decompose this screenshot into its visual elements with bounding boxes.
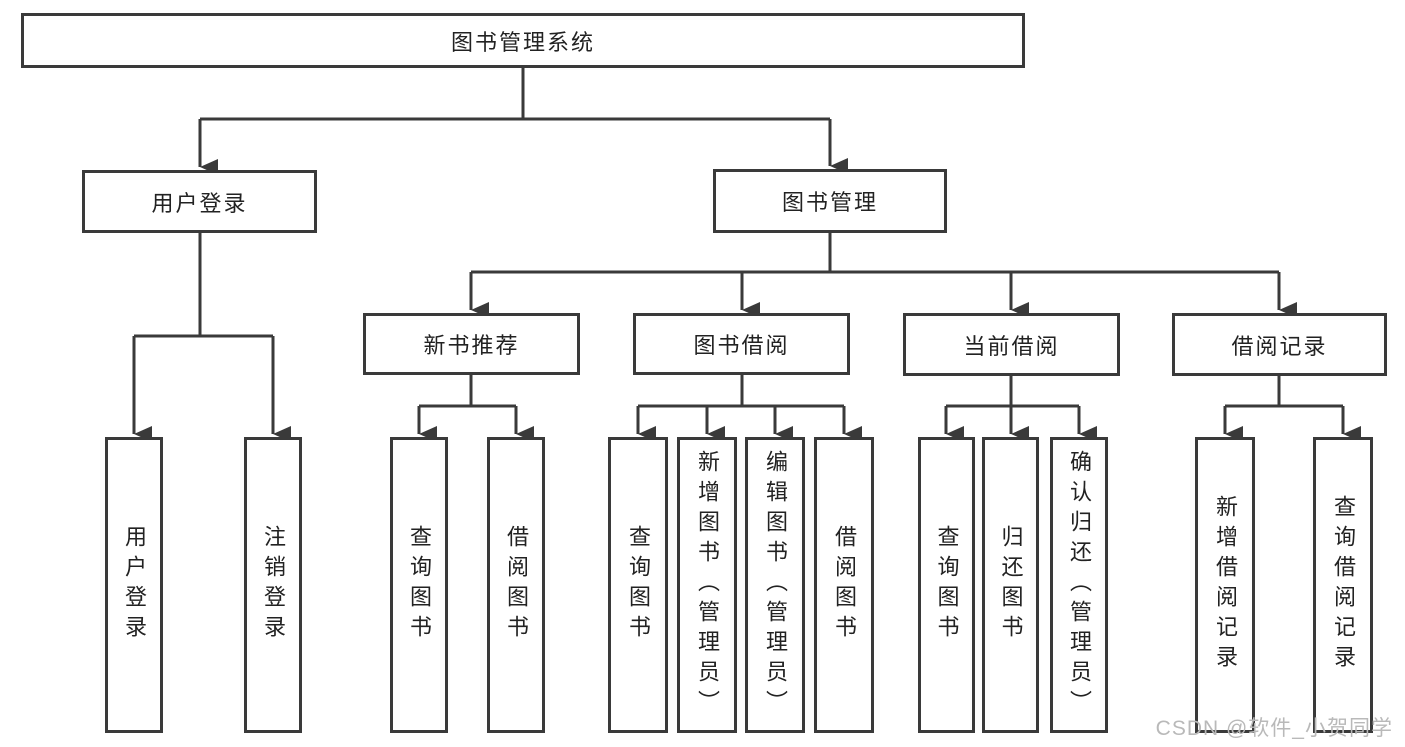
leaf-logout: 注销登录 xyxy=(244,437,302,733)
leaf-user-login: 用户登录 xyxy=(105,437,163,733)
leaf-borrow-books: 借阅图书 xyxy=(814,437,874,733)
leaf-confirm-return-admin: 确认归还（管理员） xyxy=(1050,437,1108,733)
node-book-borrowing: 图书借阅 xyxy=(633,313,850,375)
node-current-borrowing: 当前借阅 xyxy=(903,313,1120,376)
leaf-add-books-admin: 新增图书（管理员） xyxy=(677,437,737,733)
leaf-add-borrow-record: 新增借阅记录 xyxy=(1195,437,1255,733)
node-user-login: 用户登录 xyxy=(82,170,317,233)
leaf-return-books: 归还图书 xyxy=(982,437,1039,733)
leaf-search-books-recommend: 查询图书 xyxy=(390,437,448,733)
leaf-search-books-borrowing: 查询图书 xyxy=(608,437,668,733)
node-borrowing-records: 借阅记录 xyxy=(1172,313,1387,376)
node-library-management-system: 图书管理系统 xyxy=(21,13,1025,68)
leaf-borrow-books-recommend: 借阅图书 xyxy=(487,437,545,733)
csdn-watermark: CSDN @软件_小贺同学 xyxy=(1155,717,1393,740)
node-new-book-recommendation: 新书推荐 xyxy=(363,313,580,375)
leaf-edit-books-admin: 编辑图书（管理员） xyxy=(745,437,805,733)
node-book-management: 图书管理 xyxy=(713,169,947,233)
leaf-search-books-current: 查询图书 xyxy=(918,437,975,733)
leaf-search-borrow-record: 查询借阅记录 xyxy=(1313,437,1373,733)
